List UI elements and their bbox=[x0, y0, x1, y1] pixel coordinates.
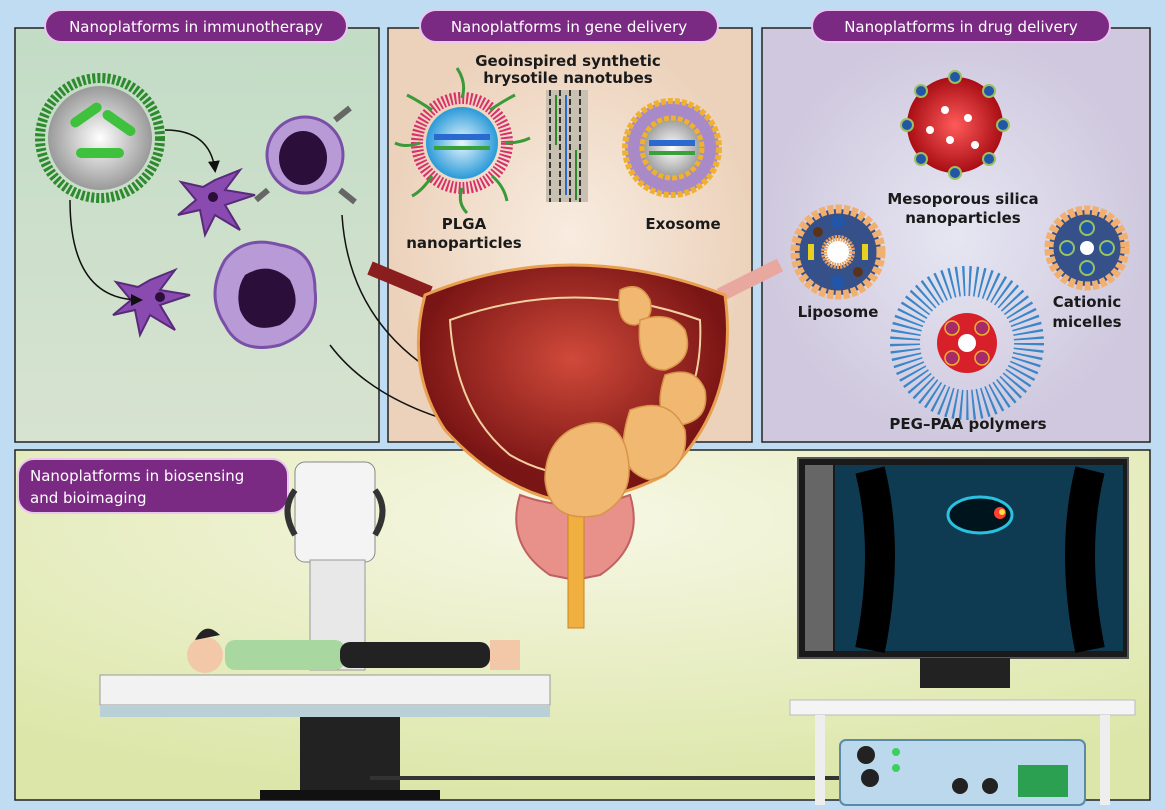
mesoporous-silica-icon bbox=[900, 70, 1010, 180]
t-cell-icon bbox=[254, 105, 357, 205]
nanotube-icon bbox=[546, 90, 588, 202]
arrow bbox=[164, 129, 220, 173]
biosensing-title-line2: and bioimaging bbox=[30, 489, 147, 507]
plga-nanoparticle-icon bbox=[394, 67, 531, 215]
exosome-icon bbox=[622, 98, 722, 198]
peg-paa-label: PEG–PAA polymers bbox=[889, 415, 1046, 433]
drug-delivery-title-pill: Nanoplatforms in drug delivery bbox=[811, 9, 1111, 43]
peg-paa-polymer-icon bbox=[890, 266, 1044, 420]
liposome-icon bbox=[790, 204, 886, 300]
plga-label-line2: nanoparticles bbox=[406, 234, 522, 252]
nanoparticle-icon bbox=[35, 73, 165, 203]
monitor bbox=[789, 457, 1136, 805]
immunotherapy-title-pill: Nanoplatforms in immunotherapy bbox=[44, 9, 348, 43]
biosensing-title-pill: Nanoplatforms in biosensing and bioimagi… bbox=[17, 458, 289, 514]
drug-delivery-title: Nanoplatforms in drug delivery bbox=[844, 18, 1078, 36]
biosensing-title-line1: Nanoplatforms in biosensing bbox=[30, 467, 244, 485]
patient-figure bbox=[187, 628, 520, 673]
immunotherapy-title: Nanoplatforms in immunotherapy bbox=[69, 18, 323, 36]
control-console bbox=[839, 739, 1086, 806]
arrow bbox=[69, 199, 143, 306]
bladder-illustration bbox=[367, 258, 784, 629]
nanotubes-label-line2: hrysotile nanotubes bbox=[483, 69, 652, 87]
macrophage-icon bbox=[213, 240, 318, 349]
mesoporous-label-line1: Mesoporous silica bbox=[887, 190, 1038, 208]
tumor-icon bbox=[544, 285, 707, 518]
exosome-label: Exosome bbox=[645, 215, 720, 233]
mesoporous-label-line2: nanoparticles bbox=[905, 209, 1021, 227]
cationic-micelle-icon bbox=[1044, 205, 1130, 291]
imaging-scanner bbox=[99, 461, 870, 800]
immunotherapy-panel bbox=[14, 27, 380, 443]
gene-delivery-title-pill: Nanoplatforms in gene delivery bbox=[419, 9, 719, 43]
plga-label-line1: PLGA bbox=[442, 215, 487, 233]
dendritic-cell-icon bbox=[112, 167, 256, 339]
cationic-label-line2: micelles bbox=[1052, 313, 1121, 331]
nanotubes-label-line1: Geoinspired synthetic bbox=[475, 52, 661, 70]
cationic-label-line1: Cationic bbox=[1053, 293, 1121, 311]
liposome-label: Liposome bbox=[798, 303, 879, 321]
gene-delivery-title: Nanoplatforms in gene delivery bbox=[451, 18, 687, 36]
